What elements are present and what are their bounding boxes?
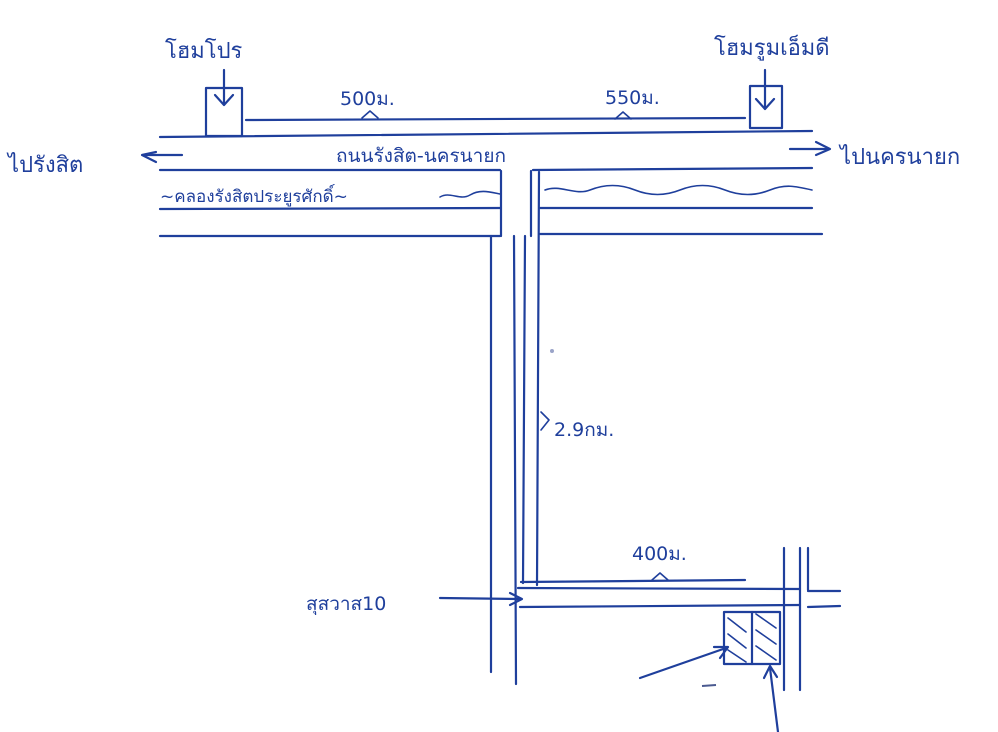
arrow-down-icon <box>213 68 235 107</box>
distance-left-label: 500ม. <box>340 88 395 110</box>
right-store-marker <box>748 68 784 130</box>
frontage-line <box>244 110 747 122</box>
building-pointer-arrow-2 <box>762 664 780 732</box>
arrow-down-icon <box>754 68 776 111</box>
junction-pointer-arrow <box>438 591 524 607</box>
distance-bottom-label: 400ม. <box>632 543 687 565</box>
building-pointer-arrow <box>638 645 730 680</box>
ink-dot <box>550 349 554 353</box>
arrow-left-icon <box>140 150 184 164</box>
canal <box>158 184 824 238</box>
road-name-label: ถนนรังสิต-นครนายก <box>336 145 506 167</box>
ink-mark <box>701 684 717 687</box>
to-right-label: ไปนครนายก <box>838 144 960 170</box>
main-road <box>158 129 814 172</box>
left-store-label: โฮมโปร <box>165 38 243 64</box>
distance-side-road-label: 2.9กม. <box>554 419 614 441</box>
to-left-label: ไปรังสิต <box>6 152 83 178</box>
junction-label: สุสวาส10 <box>306 593 386 616</box>
canal-name-label: ~คลองรังสิตประยูรศักดิ์~ <box>160 184 348 207</box>
destination-building <box>722 610 782 666</box>
right-store-label: โฮมรูมเอ็มดี <box>714 33 830 61</box>
left-store-marker <box>204 68 244 138</box>
bottom-road <box>516 546 842 692</box>
arrow-right-icon <box>788 140 832 157</box>
distance-right-label: 550ม. <box>605 87 660 109</box>
